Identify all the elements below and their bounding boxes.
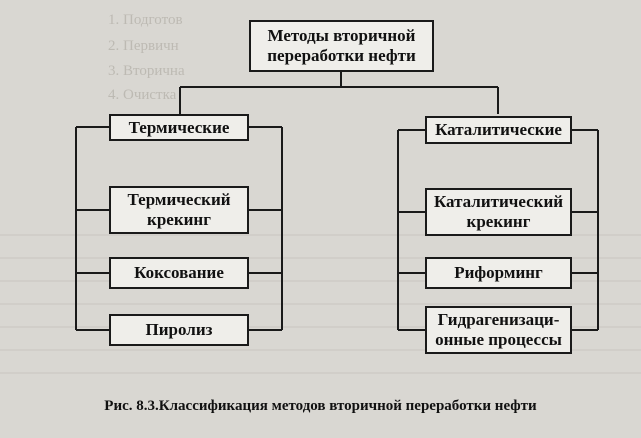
root-label: Методы вторичной переработки нефти bbox=[267, 26, 416, 65]
right-item-box: Риформинг bbox=[425, 257, 572, 289]
left-item-label: Пиролиз bbox=[145, 320, 213, 339]
left-item-box: Термический крекинг bbox=[109, 186, 249, 234]
left-item-box: Пиролиз bbox=[109, 314, 249, 346]
right-header-label: Каталитические bbox=[435, 120, 562, 139]
figure-caption: Рис. 8.3.Классификация методов вторичной… bbox=[104, 398, 537, 414]
right-header-box: Каталитические bbox=[425, 116, 572, 144]
left-item-label: Коксование bbox=[134, 263, 224, 282]
bg-text-line: 4. Очистка bbox=[108, 87, 177, 103]
bg-text-line: 1. Подготов bbox=[108, 12, 183, 28]
right-item-label: Риформинг bbox=[454, 263, 543, 282]
bg-text-line: 3. Вторична bbox=[108, 63, 185, 79]
left-item-label: Термический крекинг bbox=[127, 190, 231, 229]
bg-text-line: 2. Первичн bbox=[108, 38, 179, 54]
left-header-box: Термические bbox=[109, 114, 249, 141]
left-header-label: Термические bbox=[128, 117, 230, 137]
right-item-box: Каталитический крекинг bbox=[425, 188, 572, 236]
root-box: Методы вторичной переработки нефти bbox=[249, 20, 434, 72]
right-item-label: Гидрагенизаци- онные процессы bbox=[435, 310, 562, 349]
right-item-box: Гидрагенизаци- онные процессы bbox=[425, 306, 572, 354]
right-item-label: Каталитический крекинг bbox=[433, 192, 564, 231]
left-item-box: Коксование bbox=[109, 257, 249, 289]
